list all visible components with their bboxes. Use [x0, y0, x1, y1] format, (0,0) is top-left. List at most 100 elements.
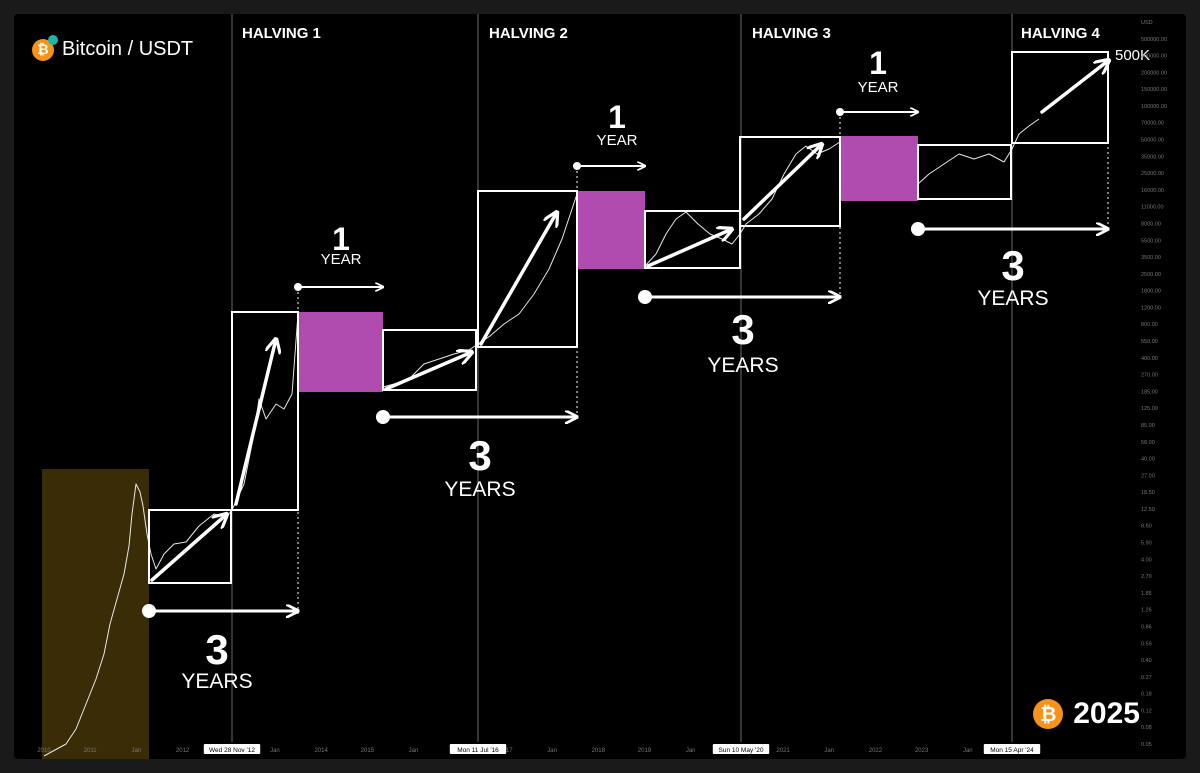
- trend-arrow: [1040, 60, 1109, 114]
- x-tick-label: Jan: [132, 748, 142, 754]
- x-tick-label: Jan: [409, 748, 419, 754]
- y-tick-label: 0.27: [1141, 675, 1152, 681]
- y-tick-label: 5500.00: [1141, 238, 1161, 244]
- y-tick-label: 5.90: [1141, 541, 1152, 547]
- bear-years-label: YEAR: [858, 79, 899, 96]
- y-tick-label: 11000.00: [1141, 205, 1164, 211]
- x-tick-label: 2021: [776, 748, 790, 754]
- halving-date-tag: [712, 744, 770, 754]
- cycle-years-label: YEARS: [977, 287, 1048, 310]
- y-tick-label: 25000.00: [1141, 171, 1164, 177]
- cycle-box: [644, 210, 741, 269]
- halving-date-label: Sun 10 May '20: [719, 747, 764, 754]
- pair-label: Bitcoin / USDT: [62, 38, 194, 60]
- trend-arrow: [384, 352, 472, 391]
- cycle-years-label: YEARS: [181, 670, 252, 693]
- bitcoin-coin-icon: ₿: [1033, 699, 1064, 729]
- halving-label: HALVING 1: [242, 25, 321, 42]
- y-tick-label: 1.85: [1141, 591, 1152, 597]
- x-tick-label: Jan: [824, 748, 834, 754]
- cycle-box: [477, 190, 578, 348]
- x-tick-label: Jan: [686, 748, 696, 754]
- early-era-highlight: [42, 469, 149, 759]
- y-tick-label: 185.00: [1141, 389, 1158, 395]
- x-tick-label: 2014: [314, 748, 328, 754]
- x-tick-label: 2023: [915, 748, 929, 754]
- cycle-years-number: 3: [1001, 242, 1024, 289]
- halving-date-tag: [203, 744, 261, 754]
- halving-label: HALVING 4: [1021, 25, 1101, 42]
- y-tick-label: 800.00: [1141, 322, 1158, 328]
- x-tick-label: Jan: [270, 748, 280, 754]
- y-tick-label: 70000.00: [1141, 121, 1164, 127]
- price-series: [231, 193, 578, 511]
- y-tick-label: 50000.00: [1141, 138, 1164, 144]
- y-tick-label: 125.00: [1141, 406, 1158, 412]
- bear-market-block: [577, 191, 645, 269]
- y-tick-label: 300000.00: [1141, 54, 1167, 60]
- cycle-years-label: YEARS: [444, 478, 515, 501]
- cycle-years-number: 3: [731, 306, 754, 353]
- halving-date-tag: [983, 744, 1041, 754]
- cycle-box: [917, 144, 1012, 200]
- y-tick-label: 0.18: [1141, 692, 1152, 698]
- y-tick-label: 1.26: [1141, 608, 1152, 614]
- price-target-label: 500K: [1115, 47, 1150, 64]
- cycle-years-number: 3: [468, 432, 491, 479]
- y-tick-label: 0.86: [1141, 624, 1152, 630]
- trend-arrow: [479, 212, 557, 346]
- x-tick-label: 2012: [176, 748, 190, 754]
- y-tick-label: 0.40: [1141, 658, 1152, 664]
- price-series: [43, 483, 233, 757]
- cycle-box: [739, 136, 841, 227]
- y-tick-label: 1800.00: [1141, 289, 1161, 295]
- x-tick-label: 2011: [84, 748, 98, 754]
- trend-arrow: [646, 229, 732, 268]
- trend-arrow: [150, 514, 227, 582]
- y-tick-label: 500000.00: [1141, 37, 1167, 43]
- y-tick-label: 18.50: [1141, 490, 1155, 496]
- bear-years-number: 1: [869, 45, 887, 81]
- price-series: [576, 118, 1040, 267]
- bear-years-label: YEAR: [597, 132, 638, 149]
- trend-arrow: [742, 144, 822, 221]
- y-tick-label: 0.05: [1141, 742, 1152, 748]
- halving-date-tag: [449, 744, 507, 754]
- x-tick-label: Jan: [963, 748, 973, 754]
- y-tick-label: 85.00: [1141, 423, 1155, 429]
- cycle-box: [382, 329, 477, 391]
- cycle-years-label: YEARS: [707, 354, 778, 377]
- x-tick-label: 2019: [638, 748, 652, 754]
- cycle-box: [148, 509, 232, 584]
- x-tick-label: 2015: [361, 748, 375, 754]
- year-badge: ₿ 2025: [1033, 697, 1140, 731]
- y-tick-label: 100000.00: [1141, 104, 1167, 110]
- y-tick-label: 400.00: [1141, 356, 1158, 362]
- y-tick-label: 3500.00: [1141, 255, 1161, 261]
- y-tick-label: 27.00: [1141, 473, 1155, 479]
- year-label: 2025: [1073, 697, 1140, 730]
- y-tick-label: 270.00: [1141, 373, 1158, 379]
- bear-years-number: 1: [608, 99, 626, 135]
- y-tick-label: USD: [1141, 20, 1153, 26]
- halving-date-label: Mon 15 Apr '24: [990, 747, 1034, 754]
- halving-date-label: Wed 28 Nov '12: [209, 747, 255, 754]
- x-tick-label: 2017: [499, 748, 513, 754]
- y-tick-label: 0.59: [1141, 641, 1152, 647]
- cycle-years-number: 3: [205, 626, 228, 673]
- halving-label: HALVING 3: [752, 25, 831, 42]
- trend-arrow: [234, 339, 276, 506]
- x-tick-label: 2010: [37, 748, 51, 754]
- halving-label: HALVING 2: [489, 25, 568, 42]
- y-tick-label: 12.50: [1141, 507, 1155, 513]
- y-tick-label: 16000.00: [1141, 188, 1164, 194]
- y-tick-label: 8.60: [1141, 524, 1152, 530]
- x-tick-label: Jan: [547, 748, 557, 754]
- y-tick-label: 150000.00: [1141, 87, 1167, 93]
- y-tick-label: 200000.00: [1141, 70, 1167, 76]
- y-tick-label: 58.00: [1141, 440, 1155, 446]
- bear-years-label: YEAR: [321, 251, 362, 268]
- halving-date-label: Mon 11 Jul '16: [457, 747, 499, 754]
- x-tick-label: 2018: [592, 748, 606, 754]
